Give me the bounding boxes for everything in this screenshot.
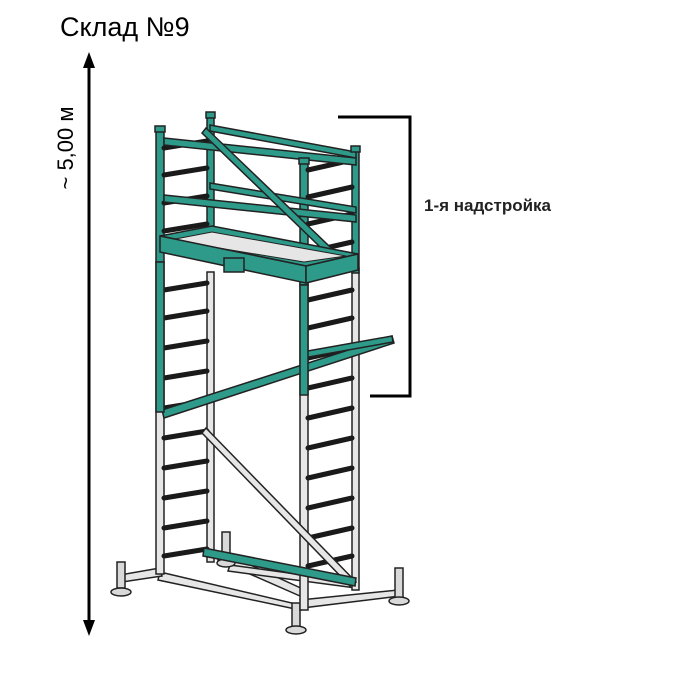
section-label: 1-я надстройка	[424, 196, 552, 215]
page-title: Склад №9	[60, 12, 190, 42]
bracket-icon	[338, 115, 412, 398]
double-arrow-icon	[83, 52, 95, 636]
scaffold-tower-icon	[110, 111, 410, 635]
